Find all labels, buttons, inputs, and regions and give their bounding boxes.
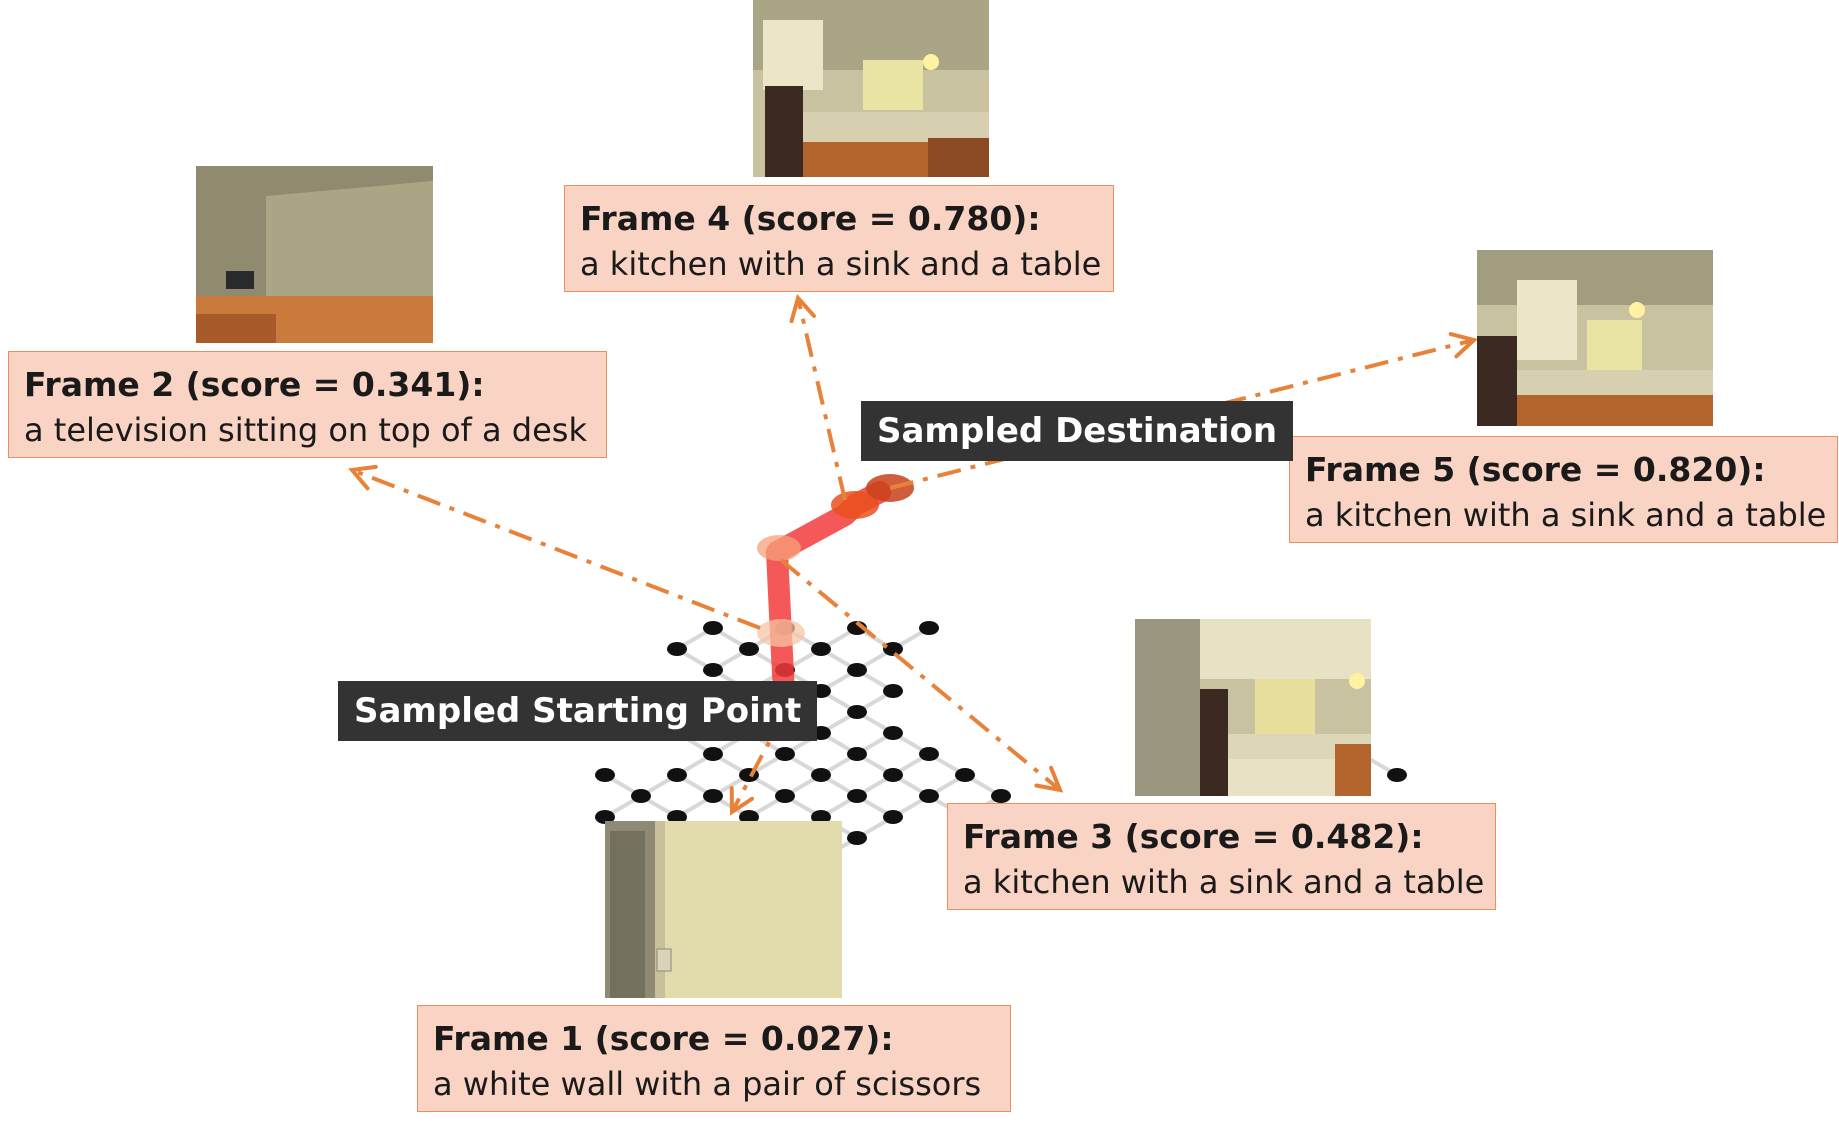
path-waypoint <box>757 535 801 561</box>
graph-node <box>847 663 867 677</box>
graph-node <box>775 789 795 803</box>
kitchen-image <box>1477 250 1713 426</box>
sampled-destination-label: Sampled Destination <box>861 401 1294 461</box>
frame-5-thumbnail <box>1477 250 1713 426</box>
frame-2-arrow-line <box>351 468 761 630</box>
path-waypoint <box>757 619 805 647</box>
frame-4-arrow-line <box>796 297 847 501</box>
graph-node <box>883 684 903 698</box>
frame-1-title: Frame 1 (score = 0.027): <box>433 1019 894 1058</box>
frame-1-caption-box: Frame 1 (score = 0.027): a white wall wi… <box>417 1005 1011 1112</box>
frame-2-thumbnail <box>196 166 433 343</box>
trajectory-line <box>766 481 891 723</box>
frame-4-caption-box: Frame 4 (score = 0.780): a kitchen with … <box>564 185 1114 292</box>
graph-node <box>631 789 651 803</box>
frame-3-caption: a kitchen with a sink and a table <box>963 863 1485 901</box>
frame-1-arrow-head <box>729 786 755 816</box>
graph-node <box>667 768 687 782</box>
graph-node <box>703 621 723 635</box>
graph-node <box>667 642 687 656</box>
frame-3-title: Frame 3 (score = 0.482): <box>963 817 1424 856</box>
graph-node <box>847 789 867 803</box>
sampled-starting-point-label: Sampled Starting Point <box>338 681 818 741</box>
graph-node <box>811 768 831 782</box>
frame-4-title: Frame 4 (score = 0.780): <box>580 199 1041 238</box>
frame-2-arrow <box>348 464 761 630</box>
frame-2-title: Frame 2 (score = 0.341): <box>24 365 485 404</box>
frame-5-caption: a kitchen with a sink and a table <box>1305 496 1827 534</box>
graph-node <box>811 642 831 656</box>
frame-5-caption-box: Frame 5 (score = 0.820): a kitchen with … <box>1289 436 1838 543</box>
graph-node <box>1387 768 1407 782</box>
wall-image <box>605 821 842 998</box>
frame-3-arrow-line <box>779 558 1062 792</box>
frame-3-thumbnail <box>1135 619 1371 796</box>
kitchen-image <box>753 0 989 177</box>
graph-node <box>883 810 903 824</box>
graph-node <box>955 768 975 782</box>
kitchen-image <box>1135 619 1371 796</box>
graph-node <box>595 810 615 824</box>
graph-node <box>739 642 759 656</box>
graph-node <box>847 705 867 719</box>
graph-node <box>883 642 903 656</box>
graph-node <box>919 621 939 635</box>
graph-node <box>919 747 939 761</box>
frame-2-caption-box: Frame 2 (score = 0.341): a television si… <box>8 351 607 458</box>
frame-2-arrow-head <box>348 464 378 491</box>
frame-1-caption: a white wall with a pair of scissors <box>433 1065 982 1103</box>
graph-node <box>595 768 615 782</box>
frame-4-arrow-head <box>789 293 816 324</box>
frame-3-caption-box: Frame 3 (score = 0.482): a kitchen with … <box>947 803 1496 910</box>
frame-3-arrow-head <box>1034 765 1064 793</box>
graph-node <box>811 810 831 824</box>
frame-3-arrow <box>779 558 1064 793</box>
graph-node <box>919 789 939 803</box>
graph-node <box>667 810 687 824</box>
graph-node <box>703 663 723 677</box>
frame-2-caption: a television sitting on top of a desk <box>24 411 587 449</box>
graph-node <box>739 810 759 824</box>
graph-node <box>991 789 1011 803</box>
frame-1-thumbnail <box>605 821 842 998</box>
graph-node <box>847 831 867 845</box>
frame-5-title: Frame 5 (score = 0.820): <box>1305 450 1766 489</box>
graph-node <box>703 747 723 761</box>
room-image <box>196 166 433 343</box>
frame-4-caption: a kitchen with a sink and a table <box>580 245 1102 283</box>
frame-4-thumbnail <box>753 0 989 177</box>
graph-node <box>703 789 723 803</box>
frame-5-arrow-head <box>1448 332 1479 359</box>
graph-node <box>883 726 903 740</box>
graph-node <box>847 747 867 761</box>
graph-node <box>775 747 795 761</box>
frame-4-arrow <box>789 293 847 501</box>
graph-node <box>883 768 903 782</box>
